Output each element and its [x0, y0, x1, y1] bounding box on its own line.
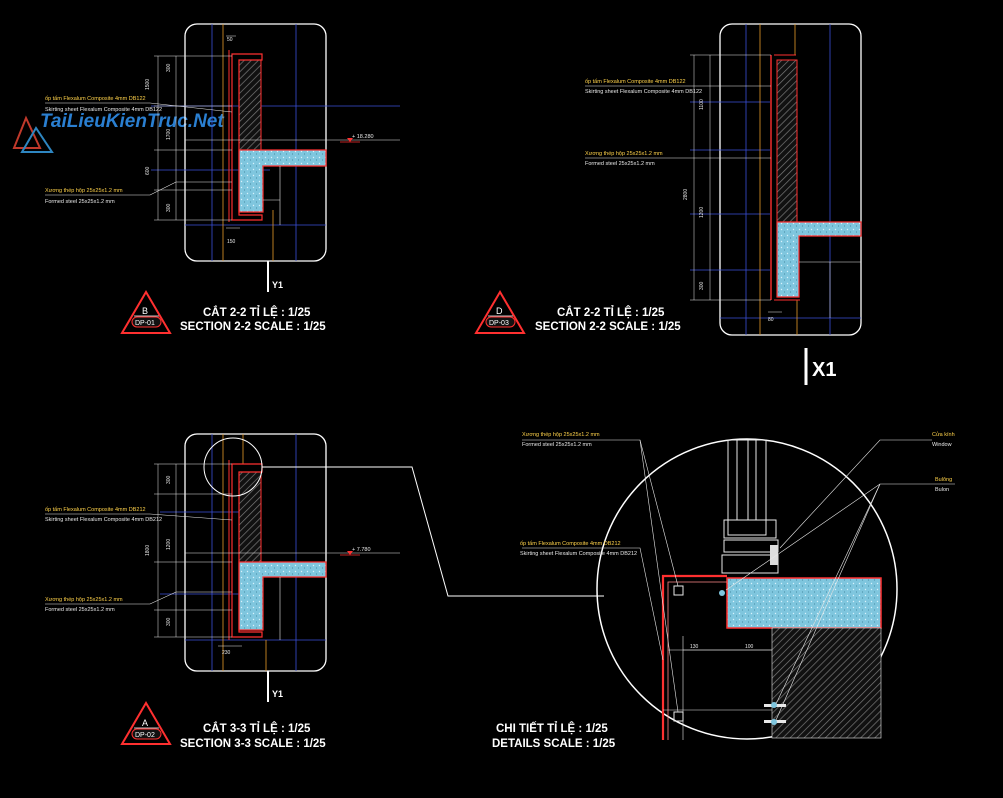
level-marker-2: + 7.780: [352, 547, 371, 553]
note-cladding-en: Skirting sheet Flexalum Composite 4mm DB…: [520, 551, 637, 557]
section-view-b: 1500 300 1700 600 300 50 150 ốp tấm Flex…: [45, 23, 400, 334]
note-screw-vi: Bulông: [935, 477, 952, 483]
note-cladding-en: Skirting sheet Flexalum Composite 4mm DB…: [45, 107, 162, 113]
detail-callout-leader: [262, 466, 604, 597]
tag-letter: D: [496, 306, 503, 316]
note-cladding-vi: ốp tấm Flexalum Composite 4mm DB122: [45, 96, 146, 102]
section-tag-d: D DP-03: [474, 290, 526, 334]
section-tag-b: B DP-01: [120, 290, 172, 334]
title-en: SECTION 2-2 SCALE : 1/25: [535, 321, 681, 333]
dim-c: 1700: [166, 129, 172, 140]
note-cladding-vi: ốp tấm Flexalum Composite 4mm DB122: [585, 79, 686, 85]
note-window-en: Window: [932, 442, 952, 448]
note-steel-vi: Xương thép hộp 25x25x1.2 mm: [585, 151, 663, 157]
note-steel-vi: Xương thép hộp 25x25x1.2 mm: [45, 188, 123, 194]
tag-letter: B: [142, 306, 148, 316]
note-steel-vi: Xương thép hộp 25x25x1.2 mm: [45, 597, 123, 603]
title-vi: CẮT 2-2 TỈ LỆ : 1/25: [203, 306, 311, 319]
dim-bottom: 80: [768, 317, 774, 323]
dim-bottom: 150: [227, 239, 236, 245]
section-view-d: 1100 2800 1200 300 80 ốp tấm Flexalum Co…: [474, 23, 862, 385]
dim-b: 100: [745, 644, 754, 650]
dim-a: 1100: [699, 99, 705, 110]
axis-y1: Y1: [272, 689, 283, 699]
dim-bottom: 230: [222, 650, 231, 656]
axis-y1: Y1: [272, 280, 283, 290]
section-tag-a: A DP-02: [120, 701, 172, 745]
dim-b: 300: [166, 63, 172, 72]
watermark: TaiLieuKienTruc.Net: [12, 111, 224, 153]
tag-code: DP-03: [489, 320, 509, 327]
note-steel-vi: Xương thép hộp 25x25x1.2 mm: [522, 432, 600, 438]
title-vi: CẮT 3-3 TỈ LỆ : 1/25: [203, 722, 311, 735]
section-view-a: 300 1800 1200 300 230 ốp tấm Flexalum Co…: [45, 433, 400, 750]
dim-e: 300: [166, 203, 172, 212]
watermark-text: TaiLieuKienTruc.Net: [40, 111, 224, 132]
note-cladding-en: Skirting sheet Flexalum Composite 4mm DB…: [585, 89, 702, 95]
level-marker-1: + 18.280: [352, 134, 374, 140]
note-steel-en: Formed steel 25x25x1.2 mm: [585, 161, 655, 167]
note-cladding-vi: ốp tấm Flexalum Composite 4mm DB212: [45, 507, 146, 513]
note-cladding-en: Skirting sheet Flexalum Composite 4mm DB…: [45, 517, 162, 523]
detail-view: 130 100 Xương thép hộp 25x25x1.2 mm Form…: [492, 431, 955, 750]
dim-top: 50: [227, 37, 233, 43]
dim-a: 1500: [145, 79, 151, 90]
note-window-vi: Cửa kính: [932, 431, 955, 438]
note-cladding-vi: ốp tấm Flexalum Composite 4mm DB212: [520, 541, 621, 547]
dim-a: 300: [166, 475, 172, 484]
dim-a: 130: [690, 644, 699, 650]
title-en: SECTION 3-3 SCALE : 1/25: [180, 738, 326, 750]
note-steel-en: Formed steel 25x25x1.2 mm: [45, 199, 115, 205]
dim-b: 1800: [145, 545, 151, 556]
dim-d: 600: [145, 166, 151, 175]
title-vi: CẮT 2-2 TỈ LỆ : 1/25: [557, 306, 665, 319]
note-steel-en: Formed steel 25x25x1.2 mm: [522, 442, 592, 448]
note-steel-en: Formed steel 25x25x1.2 mm: [45, 607, 115, 613]
title-en: DETAILS SCALE : 1/25: [492, 738, 616, 750]
title-vi: CHI TIẾT TỈ LỆ : 1/25: [496, 722, 608, 735]
dim-b: 2800: [683, 189, 689, 200]
axis-x1: X1: [812, 359, 836, 381]
title-en: SECTION 2-2 SCALE : 1/25: [180, 321, 326, 333]
dim-d: 300: [699, 281, 705, 290]
tag-code: DP-02: [135, 732, 155, 739]
dim-c: 1200: [166, 539, 172, 550]
note-screw-en: Bulon: [935, 487, 949, 493]
tag-code: DP-01: [135, 320, 155, 327]
dim-d: 300: [166, 617, 172, 626]
tag-letter: A: [142, 718, 148, 728]
dim-c: 1200: [699, 207, 705, 218]
